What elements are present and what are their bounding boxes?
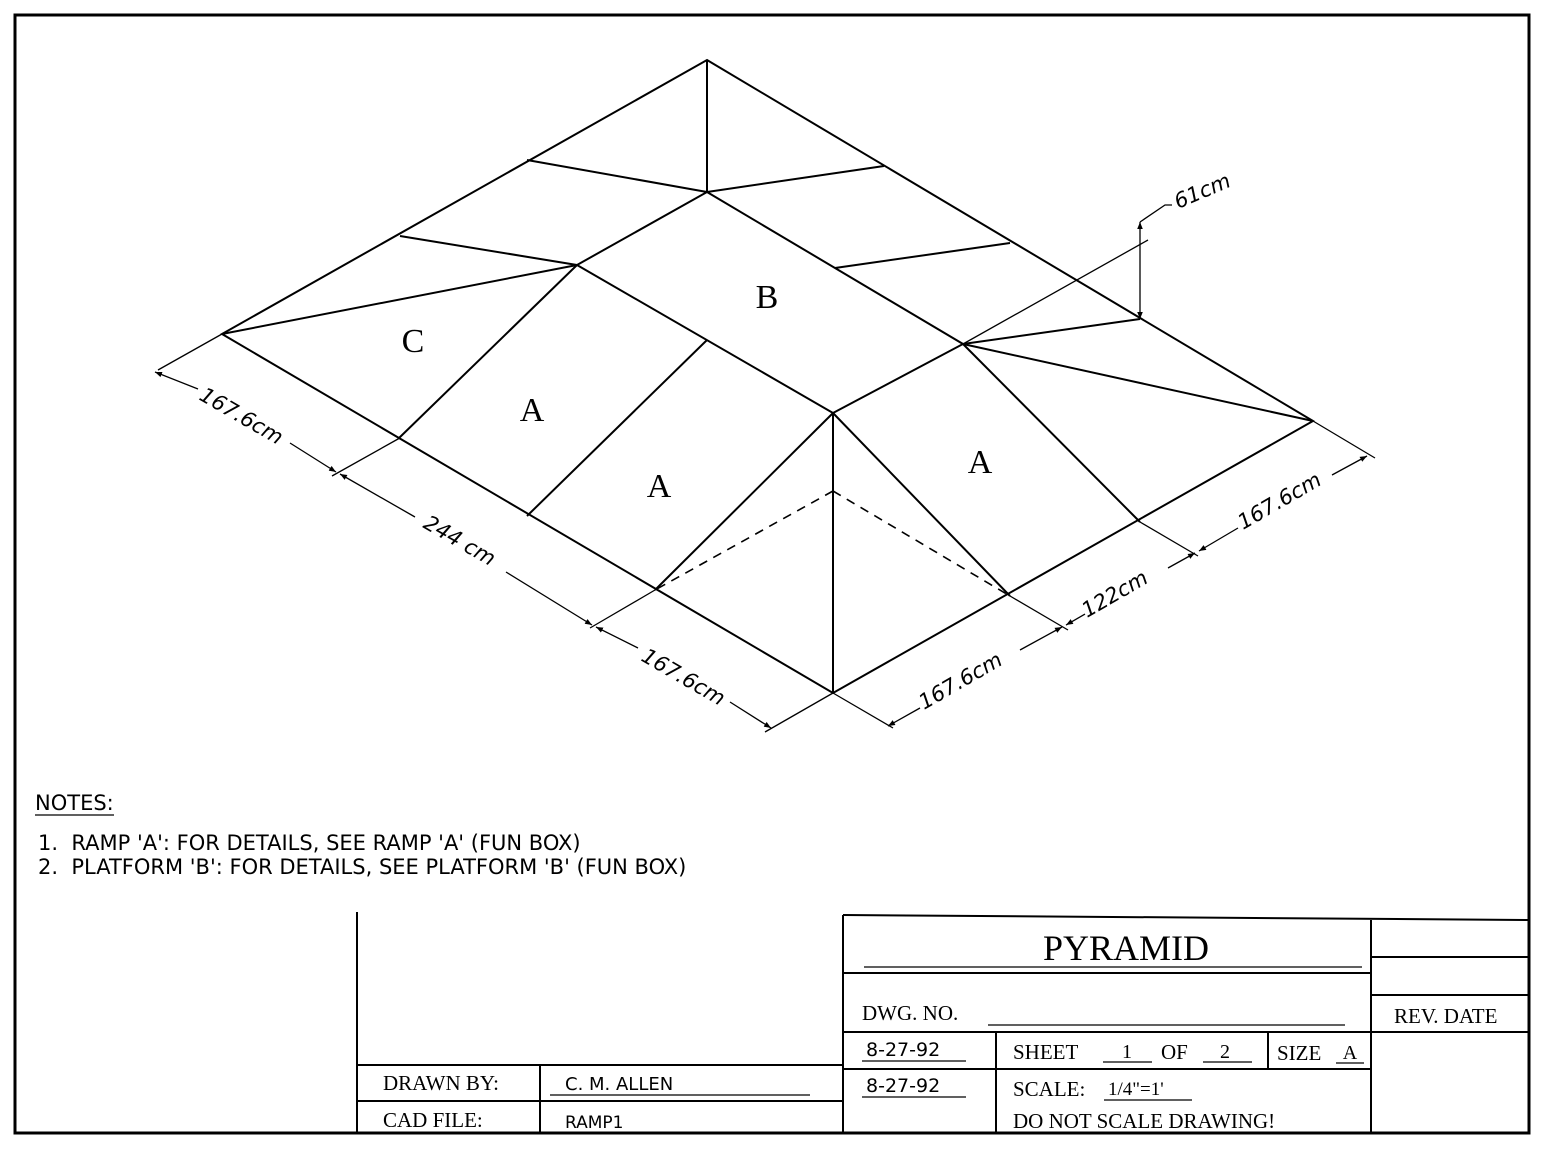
sheet-total: 2 [1220,1041,1230,1063]
hidden-edge [832,490,1011,597]
size-label: SIZE [1277,1041,1321,1065]
size-value: A [1343,1042,1358,1064]
panel-label-a: A [520,392,545,429]
corner-line [399,235,578,266]
hidden-edge [654,490,834,591]
ridge-line [832,412,1011,597]
dimension-right-1: 167.6cm [915,647,1007,714]
dimension-height: 61cm [1171,169,1234,214]
rev-date-label: REV. DATE [1394,1004,1497,1028]
drawn-by-value: C. M. ALLEN [565,1074,673,1095]
dimension-right-2: 122cm [1078,565,1152,622]
notes-heading: NOTES: [35,791,114,815]
dimension-left-3: 167.6cm [638,644,730,711]
note-item: 2. PLATFORM 'B': FOR DETAILS, SEE PLATFO… [38,855,686,879]
dwg-no-label: DWG. NO. [862,1001,958,1025]
sheet-label: SHEET [1013,1040,1079,1064]
pyramid-isometric: C B A A A [219,58,1315,695]
drawing-title: PYRAMID [1043,928,1209,968]
drawn-by-label: DRAWN BY: [383,1071,499,1095]
corner-line [706,165,885,193]
panel-label-b: B [756,279,779,316]
corner-line [834,242,1011,269]
dimension-left-1: 167.6cm [196,383,288,450]
dimension-right-3: 167.6cm [1234,467,1326,534]
date-field: 8-27-92 [866,1075,940,1097]
panel-label-a: A [647,468,672,505]
sheet-border [13,13,1531,1135]
pyramid-outline [219,58,1315,695]
sheet-number: 1 [1122,1041,1132,1063]
scale-warning: DO NOT SCALE DRAWING! [1013,1109,1275,1133]
scale-label: SCALE: [1013,1077,1085,1101]
dimension-left-2: 244 cm [420,511,500,571]
ramp-line [397,264,578,440]
cad-file-label: CAD FILE: [383,1108,483,1132]
date-field: 8-27-92 [866,1039,940,1061]
ramp-line [526,339,708,517]
corner-line [526,159,708,193]
panel-label-a: A [968,444,993,481]
corner-line [221,264,578,335]
ramp-line [654,412,834,591]
corner-line [962,343,1314,422]
scale-value: 1/4"=1' [1108,1079,1164,1100]
notes: NOTES: 1. RAMP 'A': FOR DETAILS, SEE RAM… [35,791,686,879]
ramp-line [962,343,1141,523]
panel-label-c: C [402,323,425,360]
of-label: OF [1161,1040,1188,1064]
title-block: PYRAMID DWG. NO. REV. DATE 8-27-92 8-27-… [356,912,1530,1133]
corner-line [962,318,1141,345]
note-item: 1. RAMP 'A': FOR DETAILS, SEE RAMP 'A' (… [38,831,581,855]
cad-file-value: RAMP1 [565,1113,624,1133]
dimensions: 61cm 167.6cm 244 cm 167.6cm 167.6cm 122c… [154,169,1376,733]
